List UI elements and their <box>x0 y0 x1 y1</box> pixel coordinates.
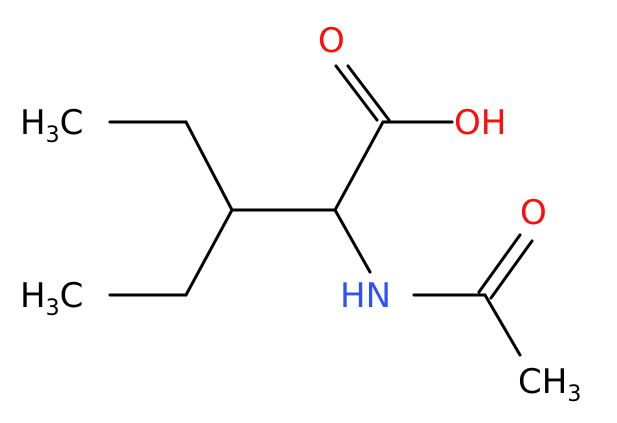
bond-alpha-carbon-to-carboxyl <box>333 120 385 212</box>
bond-amide-double-o-b <box>489 239 534 300</box>
bond-ch-to-ch2-bottom <box>184 208 234 297</box>
bond-alpha-carbon-to-nh <box>333 208 372 274</box>
amide-nh-label: HN <box>340 276 391 316</box>
bond-lines <box>108 64 534 357</box>
methyl-top-label: H3C <box>20 103 83 148</box>
bond-carboxyl-double-o-b <box>346 64 391 122</box>
hydroxyl-label: OH <box>454 103 506 143</box>
bond-carboxyl-double-o-a <box>334 64 379 122</box>
bond-amide-double-o-a <box>477 233 522 294</box>
methyl-bottom-label: H3C <box>20 276 83 321</box>
methyl-acetyl-label: CH3 <box>518 362 581 407</box>
bond-amide-carbon-to-methyl <box>483 293 522 357</box>
bond-ch2-top-to-ch <box>184 120 234 212</box>
carboxyl-oxygen-label: O <box>318 21 345 61</box>
amide-oxygen-label: O <box>520 193 547 233</box>
